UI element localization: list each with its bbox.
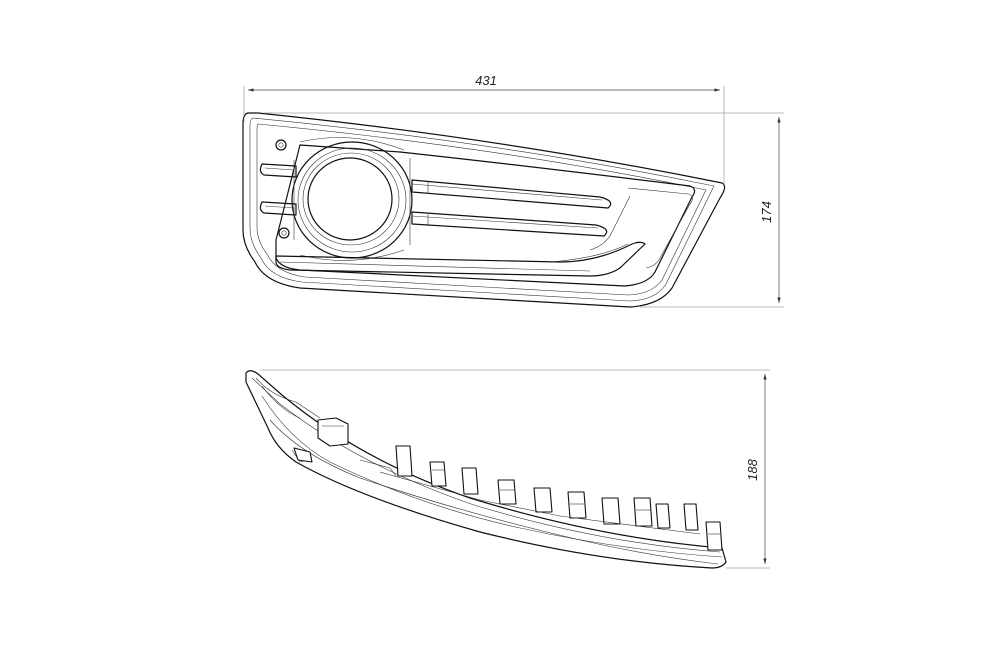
mount-hole-lower	[278, 227, 290, 239]
mount-hole-upper	[275, 139, 287, 151]
mounting-clips	[395, 445, 723, 551]
dimension-height-side: 188	[260, 369, 770, 569]
side-view: 188	[245, 369, 770, 569]
fog-light-bezel	[291, 137, 413, 261]
grille-outer-contour	[242, 112, 726, 308]
fog-light-opening	[307, 157, 393, 241]
dimension-width: 431	[243, 73, 725, 185]
dimension-height-side-label: 188	[745, 458, 760, 480]
front-view: 431 174	[242, 73, 784, 308]
dimension-height-front: 174	[264, 112, 784, 308]
dimension-width-label: 431	[475, 73, 497, 88]
dimension-height-front-label: 174	[759, 201, 774, 223]
grille-side-profile	[245, 370, 727, 569]
grille-slats	[275, 179, 693, 277]
